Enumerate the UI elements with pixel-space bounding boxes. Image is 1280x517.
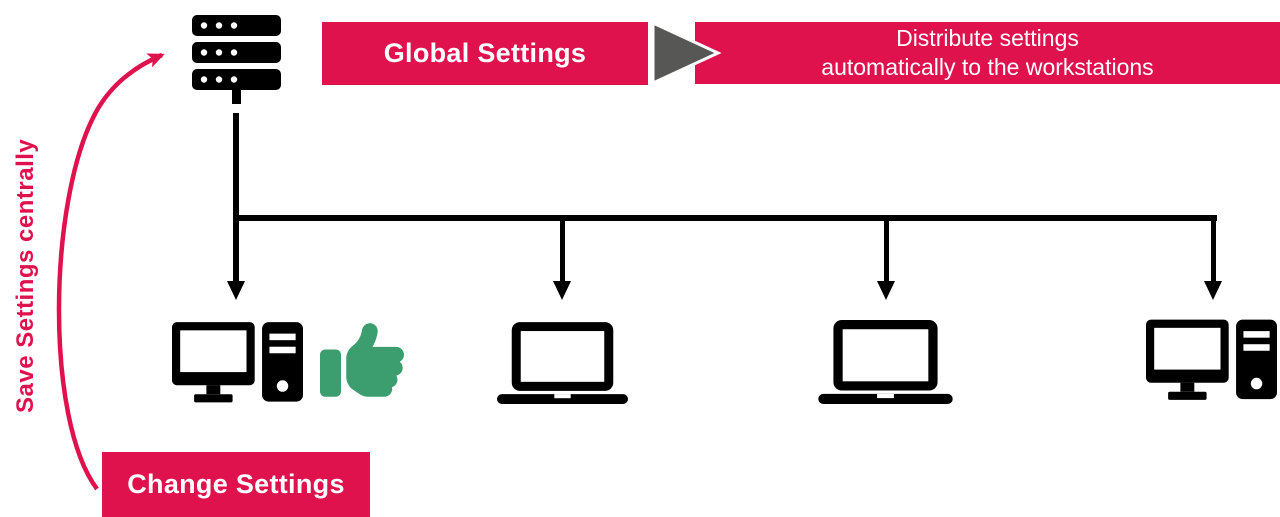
network-bus-line bbox=[233, 215, 1217, 221]
desktop-pc-icon bbox=[172, 322, 303, 403]
distribute-settings-line2: automatically to the workstations bbox=[821, 54, 1154, 80]
distribute-settings-line1: Distribute settings bbox=[896, 25, 1079, 51]
laptop-icon bbox=[497, 322, 628, 404]
network-trunk-line bbox=[233, 113, 239, 283]
laptop-icon bbox=[818, 320, 953, 404]
arrowhead-down-icon bbox=[1204, 281, 1222, 300]
network-drop-line-4 bbox=[1211, 221, 1216, 282]
arrowhead-down-icon bbox=[877, 281, 895, 300]
triangle-right-icon bbox=[651, 20, 722, 86]
global-settings-label: Global Settings bbox=[383, 38, 587, 68]
change-settings-banner: Change Settings bbox=[102, 452, 370, 517]
desktop-pc-icon bbox=[1146, 319, 1277, 400]
thumbs-up-icon bbox=[320, 323, 404, 397]
save-settings-centrally-label: Save Settings centrally bbox=[12, 138, 39, 414]
network-drop-line-2 bbox=[560, 221, 565, 282]
server-icon bbox=[192, 15, 281, 104]
network-drop-line-3 bbox=[884, 221, 889, 282]
global-settings-banner: Global Settings bbox=[322, 22, 648, 85]
arrowhead-down-icon bbox=[553, 281, 571, 300]
change-settings-label: Change Settings bbox=[127, 469, 345, 499]
distribute-settings-text: Distribute settings automatically to the… bbox=[821, 24, 1153, 82]
arrowhead-down-icon bbox=[227, 281, 245, 300]
distribute-settings-banner: Distribute settings automatically to the… bbox=[695, 22, 1280, 84]
